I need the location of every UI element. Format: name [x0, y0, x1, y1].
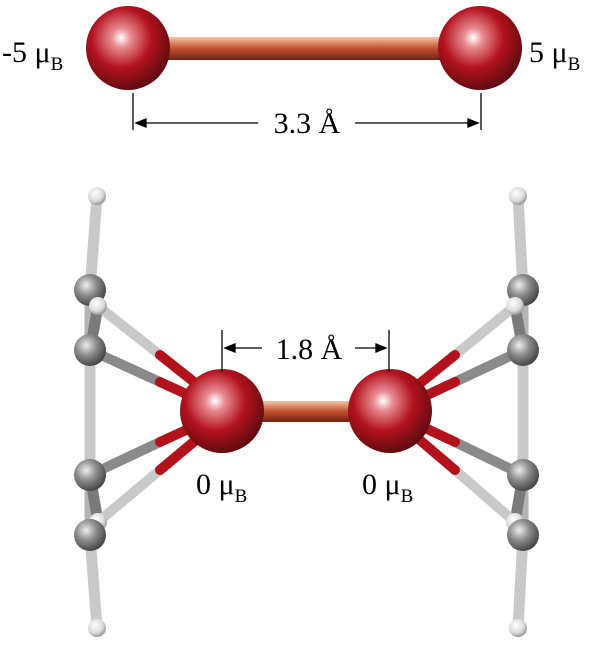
- hydrogen-atom-left-bottom: [88, 619, 106, 637]
- hydrogen-atom-right-top: [509, 187, 527, 205]
- carbon-atom-left-2: [89, 297, 107, 315]
- bottom-distance-label: 1.8 Å: [276, 333, 343, 366]
- carbon-atom-right-6: [507, 519, 539, 551]
- bottom-distance-dimension: [221, 330, 390, 372]
- bottom-metal-bond: [240, 401, 374, 422]
- bottom-left-moment-label: 0 μB: [196, 468, 247, 507]
- carbon-atom-right-4: [507, 459, 539, 491]
- top-left-metal-atom: [86, 6, 170, 90]
- bottom-left-metal-atom: [180, 369, 264, 453]
- bottom-right-metal-atom: [348, 369, 432, 453]
- top-distance-label: 3.3 Å: [274, 107, 341, 140]
- top-dimer: -5 μB 5 μB 3.3 Å: [2, 6, 580, 140]
- carbon-atom-left-4: [74, 459, 106, 491]
- carbon-atom-left-6: [74, 519, 106, 551]
- top-metal-bond: [150, 37, 450, 60]
- carbon-atom-right-2: [506, 297, 524, 315]
- top-right-metal-atom: [438, 6, 522, 90]
- bottom-right-moment-label: 0 μB: [362, 468, 413, 507]
- top-distance-dimension: [132, 93, 482, 130]
- bottom-complex: 1.8 Å 0 μB 0 μB: [74, 187, 539, 637]
- hydrogen-atom-left-top: [88, 187, 106, 205]
- carbon-atom-right-3: [507, 334, 539, 366]
- carbon-atom-left-3: [74, 334, 106, 366]
- top-left-moment-label: -5 μB: [2, 36, 63, 75]
- hydrogen-atom-right-bottom: [509, 619, 527, 637]
- top-right-moment-label: 5 μB: [529, 36, 580, 75]
- right-ring: [509, 190, 529, 634]
- left-ring: [84, 190, 104, 634]
